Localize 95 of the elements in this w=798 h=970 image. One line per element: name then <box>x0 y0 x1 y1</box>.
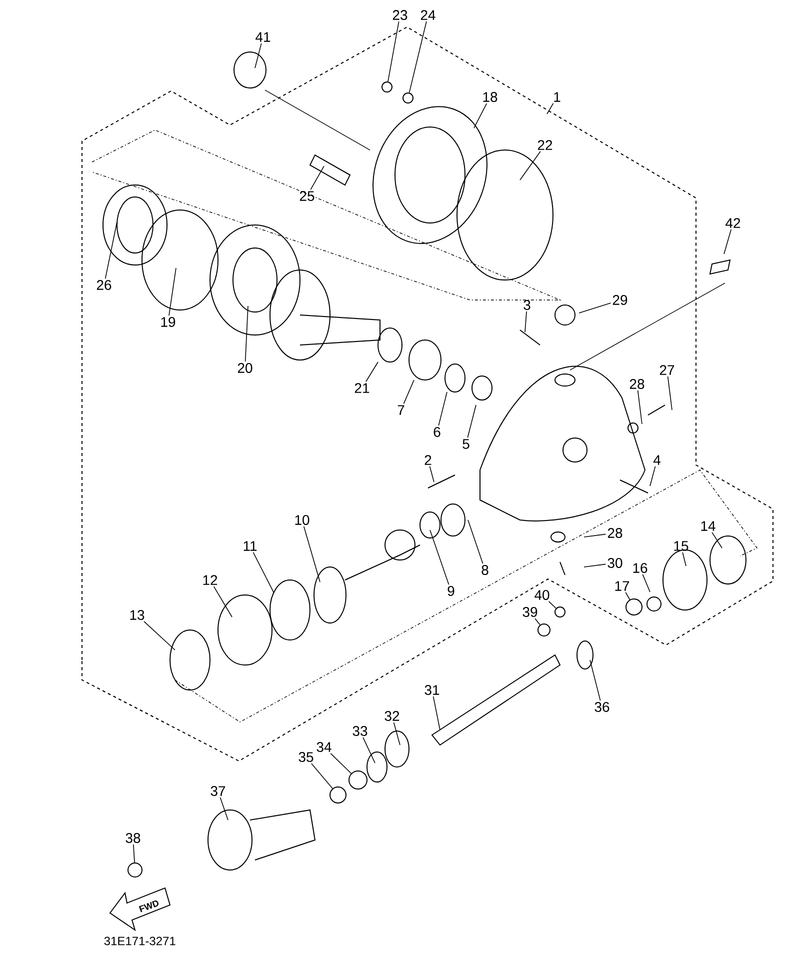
leader-line <box>584 564 606 568</box>
washer <box>382 82 392 92</box>
leader-line <box>524 311 527 332</box>
callout-number: 39 <box>522 607 538 617</box>
callout-number: 40 <box>534 590 550 600</box>
leader-line <box>724 229 732 254</box>
arrow-label: FWD <box>138 900 158 912</box>
leader-line <box>548 601 556 609</box>
callout-number: 8 <box>482 565 488 575</box>
part-number: 31E171-3271 <box>104 936 176 946</box>
washer <box>128 862 142 878</box>
leader-line <box>642 574 650 592</box>
leader-line <box>311 763 333 789</box>
leader-line <box>625 592 630 600</box>
callout-number: 9 <box>448 586 454 596</box>
washer <box>538 624 550 636</box>
leader-line <box>438 392 448 426</box>
leader-line <box>303 526 320 582</box>
leader-line <box>429 466 434 482</box>
leader-line <box>310 166 324 190</box>
callout-number: 24 <box>420 10 436 20</box>
leader-line <box>388 21 400 82</box>
leader-line <box>578 302 612 314</box>
callout-number: 31 <box>424 685 440 695</box>
callout-number: 7 <box>398 405 404 415</box>
washer <box>330 786 346 804</box>
callout-number: 2 <box>424 455 432 465</box>
callout-number: 32 <box>384 711 400 721</box>
callout-number: 33 <box>352 726 368 736</box>
callout-number: 41 <box>256 32 270 42</box>
callout-number: 28 <box>608 528 622 538</box>
leader-line <box>667 376 672 410</box>
callout-number: 36 <box>594 702 610 712</box>
callout-number: 21 <box>354 383 370 393</box>
callout-number: 14 <box>701 521 716 531</box>
leader-line <box>362 737 376 764</box>
callout-number: 19 <box>161 317 176 327</box>
callout-number: 22 <box>538 140 552 150</box>
callout-number: 4 <box>653 455 660 465</box>
washer <box>626 598 642 616</box>
leader-line <box>408 21 427 94</box>
callout-number: 13 <box>130 610 144 620</box>
callout-number: 34 <box>316 742 332 752</box>
washer <box>402 92 414 104</box>
leader-line <box>590 660 601 701</box>
callout-number: 29 <box>612 295 628 305</box>
leader-line <box>133 844 135 863</box>
callout-number: 10 <box>295 515 310 525</box>
leader-line <box>520 151 541 180</box>
callout-number: 12 <box>203 575 218 585</box>
callout-number: 3 <box>524 300 530 310</box>
leader-line <box>213 586 232 618</box>
leader-line <box>637 390 642 424</box>
leader-line <box>650 466 656 486</box>
callout-number: 11 <box>244 541 257 551</box>
callout-number: 38 <box>126 833 140 843</box>
callout-number: 6 <box>434 427 440 437</box>
callout-number: 5 <box>462 439 470 449</box>
leader-line <box>432 696 440 730</box>
leader-line <box>330 753 352 774</box>
leader-line <box>393 722 400 746</box>
callout-number: 28 <box>630 379 644 389</box>
callout-number: 16 <box>633 563 648 573</box>
leader-line <box>430 530 450 585</box>
leader-line <box>584 534 606 538</box>
leader-line <box>712 532 722 548</box>
leader-line <box>254 42 262 68</box>
leader-line <box>244 306 248 362</box>
callout-number: 26 <box>96 280 112 290</box>
leader-line <box>474 103 488 128</box>
callout-number: 35 <box>298 752 314 762</box>
callout-number: 25 <box>300 191 314 201</box>
leader-line <box>104 222 118 279</box>
leader-line <box>168 268 176 316</box>
callout-number: 30 <box>608 558 622 568</box>
callout-number: 17 <box>615 581 630 591</box>
leader-line <box>534 618 540 626</box>
leader-line <box>220 797 228 820</box>
leader-line <box>467 404 476 438</box>
callout-number: 42 <box>726 218 740 228</box>
leader-line <box>252 552 274 594</box>
callout-number: 1 <box>554 92 560 102</box>
callout-number: 37 <box>210 786 226 796</box>
washer <box>554 606 566 618</box>
callout-number: 18 <box>483 92 498 102</box>
callout-number: 23 <box>392 10 408 20</box>
callout-number: 27 <box>660 365 674 375</box>
leader-line <box>682 552 686 566</box>
leader-line <box>546 102 554 114</box>
callout-number: 20 <box>238 363 252 373</box>
leader-line <box>403 380 414 404</box>
leader-line <box>468 520 484 564</box>
leader-line <box>144 621 176 650</box>
washer <box>348 770 368 790</box>
leader-line <box>366 362 378 382</box>
